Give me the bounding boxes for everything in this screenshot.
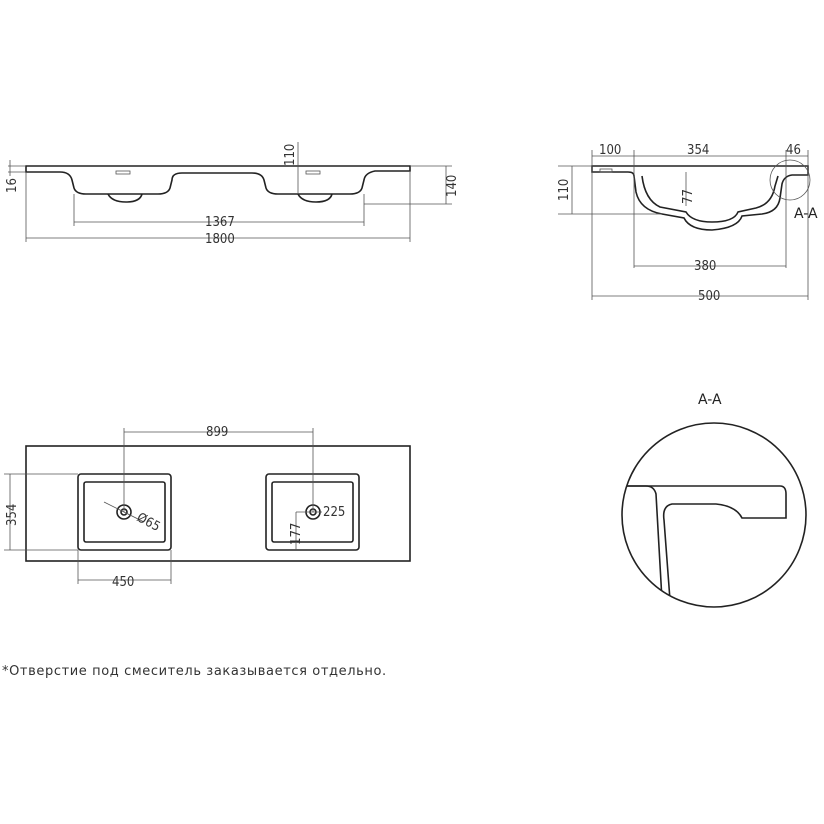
dim-16-label: 16 [5,178,20,193]
top-view-outline [25,445,411,562]
dim-line-65 [103,501,145,523]
detail-section-profile [622,485,787,601]
left-basin-inner [83,481,166,543]
dim-65-label: Ø65 [134,510,162,535]
front-right-tap-hole [305,170,321,175]
dim-177-label: 177 [289,523,304,545]
dim-380-label: 380 [694,259,716,274]
detail-circle [621,422,807,608]
right-basin-inner [271,481,354,543]
left-basin-outer [77,473,172,551]
top-view: 899 450 354 Ø65 225 177 [4,425,411,590]
dim-1367-label: 1367 [205,215,235,230]
front-view: 1367 1800 16 110 140 [5,142,460,247]
dim-354-side-label: 354 [687,143,709,158]
dim-225-label: 225 [323,505,345,520]
dim-899-label: 899 [206,425,228,440]
front-view-outline [25,165,411,195]
dim-110-label: 110 [283,144,298,166]
side-tap-hole [599,168,613,173]
dim-140-label: 140 [445,175,460,197]
dim-354-top-label: 354 [5,504,20,526]
dim-77-label: 77 [681,189,696,204]
footnote: *Отверстие под смеситель заказывается от… [2,664,387,679]
dim-46-label: 46 [786,143,801,158]
right-basin-outer [265,473,360,551]
front-left-tap-hole [115,170,131,175]
front-left-drain [107,193,143,203]
section-circle-marker [769,159,811,201]
detail-view: A-A [621,392,807,608]
dim-500-label: 500 [698,289,720,304]
dim-110-side-label: 110 [557,179,572,201]
side-view: 100 354 46 380 500 110 77 A-A [557,143,818,304]
detail-title: A-A [698,392,722,408]
dim-1800-label: 1800 [205,232,235,247]
dim-450-label: 450 [112,575,134,590]
side-basin-inner [641,175,779,223]
dim-100-label: 100 [599,143,621,158]
front-right-drain [297,193,333,203]
section-mark-label: A-A [794,206,818,222]
